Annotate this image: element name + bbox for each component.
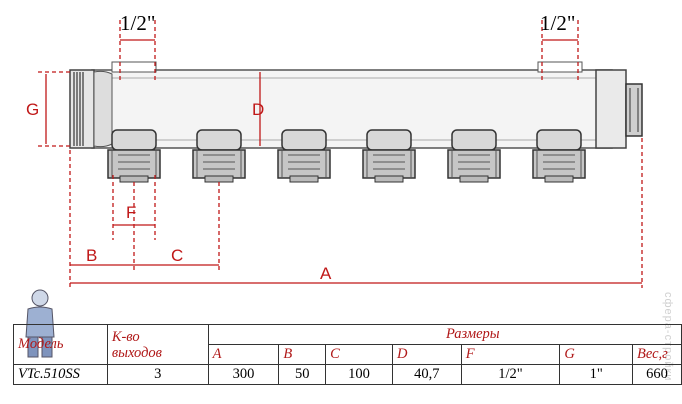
cell-model: VTc.510SS [13,364,108,385]
label-c: C [171,246,183,265]
cell-d: 40,7 [391,364,462,385]
label-half-inch-left: 1/2" [120,11,155,35]
label-b: B [86,246,97,265]
label-f: F [126,203,136,222]
cell-g: 1" [559,364,633,385]
cell-b: 50 [278,364,327,385]
label-g: G [26,100,39,119]
header-model: Модель [13,324,108,365]
cell-outlets: 3 [106,364,209,385]
header-outlets-line1: К-во [111,328,140,345]
header-col-f: F [460,344,561,365]
cell-a: 300 [207,364,280,385]
outlet-fittings [107,129,586,183]
dimension-lines [38,20,643,288]
header-sizes: Размеры [207,324,682,345]
label-a: A [320,264,332,283]
header-col-weight: Вес,г [631,344,682,365]
header-col-d: D [391,344,462,365]
specs-table: Модель К-во выходов Размеры A B C D F G … [13,324,682,385]
header-outlets-line2: выходов [111,344,162,361]
label-d: D [252,100,264,119]
header-col-b: B [278,344,327,365]
cell-f: 1/2" [460,364,561,385]
header-col-g: G [559,344,633,365]
header-col-c: C [325,344,393,365]
label-half-inch-right: 1/2" [540,11,575,35]
cell-c: 100 [325,364,393,385]
header-col-a: A [207,344,280,365]
cell-weight: 660 [631,364,682,385]
manifold-drawing: 1/2" 1/2" G D F B C A [26,11,643,288]
manifold-pipe [69,61,643,149]
header-outlets: К-во выходов [106,324,209,365]
